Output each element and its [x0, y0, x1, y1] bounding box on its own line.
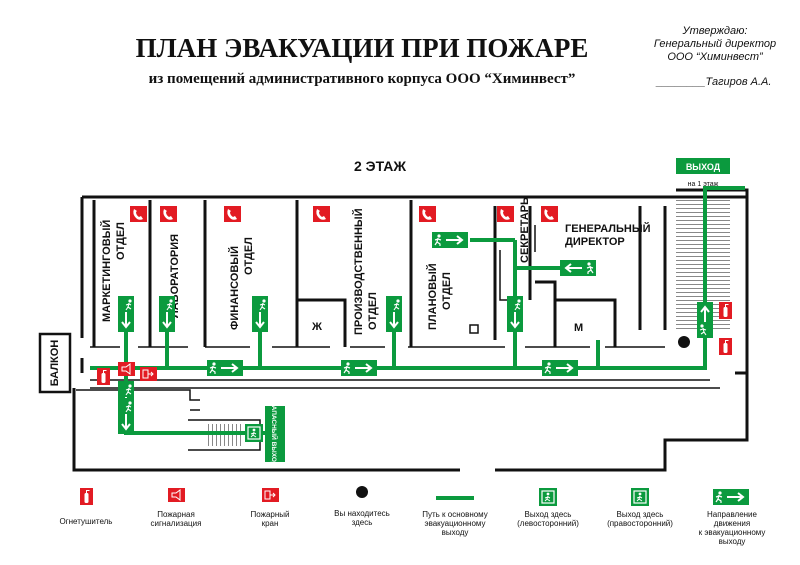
legend-alarm-line1: Пожарная — [157, 510, 195, 519]
exit-label: ВЫХОД — [686, 162, 721, 172]
room-marketing-line1: МАРКЕТИНГОВЫЙ — [100, 220, 113, 322]
direction-signs — [117, 231, 714, 435]
extinguisher-icon — [96, 367, 111, 386]
legend-here-line2: здесь — [352, 518, 373, 527]
approval-line-1: Утверждаю: — [682, 25, 748, 37]
extinguisher-icon — [718, 301, 733, 320]
legend-exit-left: Выход здесь(левосторонний) — [517, 510, 579, 528]
sign-corridor-1 — [206, 359, 244, 377]
room-production-line2: ОТДЕЛ — [367, 292, 379, 330]
phone-icon — [160, 206, 177, 222]
approval-line-2: Генеральный директор — [654, 38, 776, 50]
room-finance-line2: ОТДЕЛ — [243, 237, 255, 275]
floor-label: 2 ЭТАЖ — [354, 158, 406, 174]
phone-icon — [541, 206, 558, 222]
main-exit: ВЫХОД на 1 этаж — [676, 158, 730, 188]
sign-secretary — [559, 259, 597, 277]
building-walls: БАЛКОН — [38, 188, 749, 472]
room-secretary: СЕКРЕТАРЬ — [519, 197, 531, 263]
legend-exit-left-line2: (левосторонний) — [517, 519, 579, 528]
balcony — [38, 332, 72, 394]
legend-exit-left-line1: Выход здесь — [525, 510, 572, 519]
sign-corridor-3 — [541, 359, 579, 377]
legend-exit-right: Выход здесь(правосторонний) — [607, 510, 673, 528]
legend-hydrant-line2: кран — [262, 519, 279, 528]
legend-here-line1: Вы находитесь — [334, 509, 390, 518]
exit-sign — [676, 158, 730, 174]
approval-signature: ________Тагиров А.А. — [656, 76, 772, 88]
approval-line-3: ООО “Химинвест” — [667, 51, 764, 63]
legend-path-line1: Путь к основному — [422, 510, 488, 519]
legend-hydrant-line1: Пожарный — [251, 510, 290, 519]
sign-finance — [251, 295, 269, 333]
fire-equipment — [96, 301, 733, 386]
hydrant-icon — [261, 487, 280, 503]
exit-right-icon — [630, 487, 650, 507]
exit-note: на 1 этаж — [688, 181, 719, 188]
sign-planning — [506, 295, 524, 333]
room-planning-line2: ОТДЕЛ — [441, 272, 453, 310]
room-planning-line1: ПЛАНОВЫЙ — [426, 263, 439, 330]
exit-left-icon — [538, 487, 558, 507]
room-director-line1: ГЕНЕРАЛЬНЫЙ — [565, 222, 651, 235]
you-are-here-icon — [356, 486, 368, 498]
phone-icon — [313, 206, 330, 222]
room-production-line1: ПРОИЗВОДСТВЕННЫЙ — [352, 208, 365, 335]
legend-path-line2: эвакуационному — [424, 519, 485, 528]
extinguisher-icon — [718, 337, 733, 356]
legend-direction-line3: к эвакуационному — [699, 528, 766, 537]
sign-corridor-2 — [340, 359, 378, 377]
legend-direction-line1: Направление — [707, 510, 758, 519]
direction-icon — [712, 488, 750, 506]
legend-exit-right-line1: Выход здесь — [617, 510, 664, 519]
phone-icon — [497, 206, 514, 222]
sign-laboratory — [158, 295, 176, 333]
emergency-exit-sign — [265, 406, 285, 462]
sign-marketing — [117, 295, 135, 333]
phone-icon — [419, 206, 436, 222]
you-are-here-icon — [678, 336, 690, 348]
page-subtitle: из помещений административного корпуса О… — [149, 71, 576, 87]
legend-alarm-line2: сигнализация — [151, 519, 202, 528]
phone-icon — [130, 206, 147, 222]
sign-production — [385, 295, 403, 333]
alarm-icon — [117, 361, 136, 377]
legend-direction-line4: выходу — [719, 537, 746, 546]
legend-path-line3: выходу — [442, 528, 469, 537]
room-labels: МАРКЕТИНГОВЫЙ ОТДЕЛ ЛАБОРАТОРИЯ ФИНАНСОВ… — [100, 197, 651, 335]
room-finance-line1: ФИНАНСОВЫЙ — [228, 246, 241, 330]
approval-block: Утверждаю: Генеральный директор ООО “Хим… — [654, 25, 776, 88]
alarm-icon — [167, 487, 186, 503]
page-title: ПЛАН ЭВАКУАЦИИ ПРИ ПОЖАРЕ — [136, 33, 589, 63]
balcony-label: БАЛКОН — [49, 340, 61, 387]
legend-extinguisher: Огнетушитель — [60, 517, 113, 526]
emergency-exit-label: ЗАПАСНЫЙ ВЫХОД — [270, 402, 279, 467]
legend-exit-right-line2: (правосторонний) — [607, 519, 673, 528]
hydrant-icon — [139, 366, 158, 382]
extinguisher-icon — [79, 487, 94, 506]
emergency-exit: ЗАПАСНЫЙ ВЫХОД — [244, 402, 285, 467]
room-wc-male: М — [574, 322, 583, 334]
legend-direction-line2: движения — [714, 519, 750, 528]
room-marketing-line2: ОТДЕЛ — [115, 222, 127, 260]
room-wc-female: Ж — [311, 321, 322, 333]
sign-planning-inner — [431, 231, 469, 249]
room-director-line2: ДИРЕКТОР — [565, 236, 625, 248]
phone-icon — [224, 206, 241, 222]
sign-up-exit — [696, 301, 714, 339]
sign-lower — [117, 397, 135, 435]
